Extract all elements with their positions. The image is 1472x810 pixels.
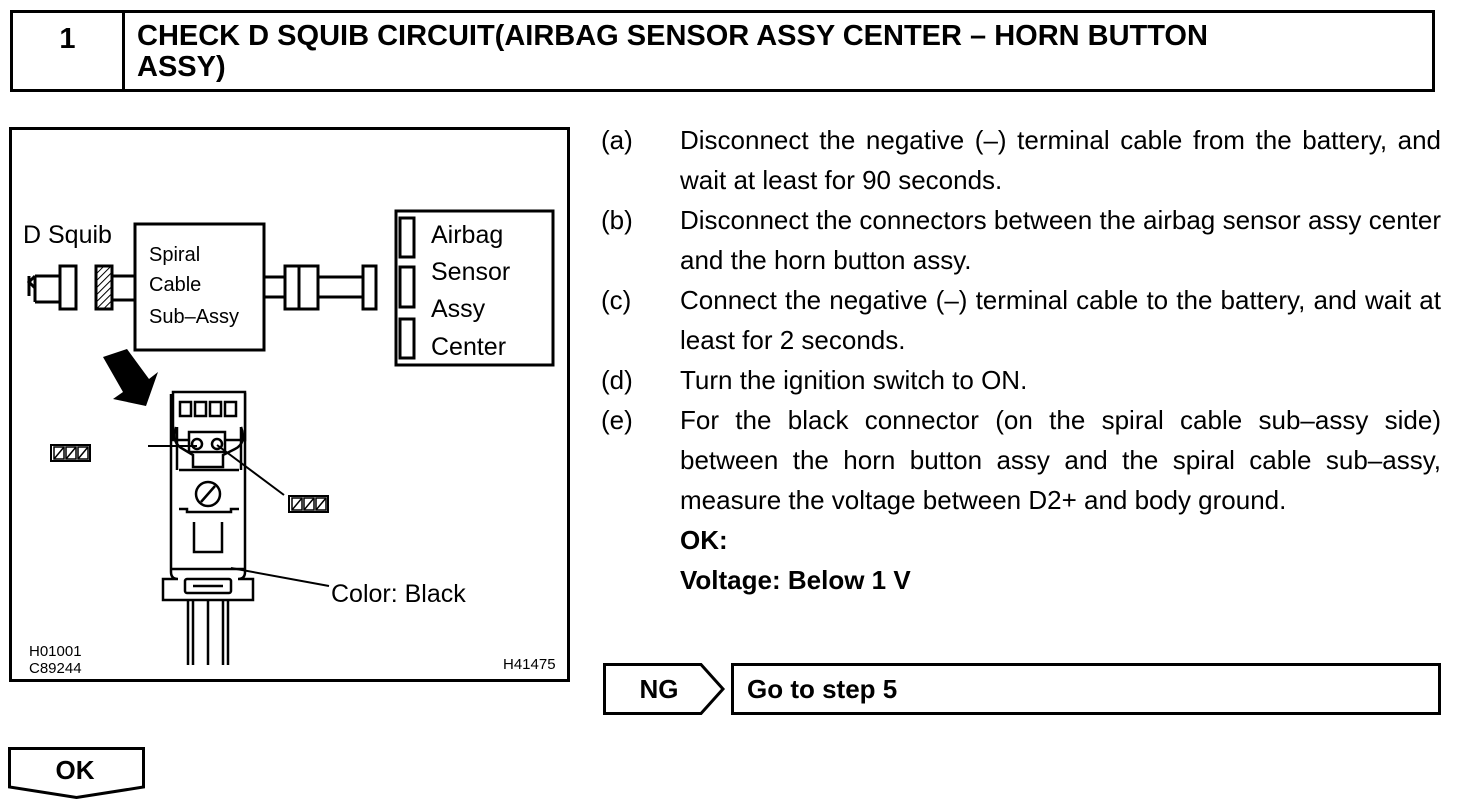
instruction-text: For the black connector (on the spiral c… (680, 405, 1441, 515)
instruction-e: (e) For the black connector (on the spir… (601, 400, 1441, 520)
color-label: Color: Black (331, 580, 466, 608)
ng-arrow-shape (603, 663, 726, 715)
spiral-label-3: Sub–Assy (149, 306, 239, 328)
instruction-c: (c) Connect the negative (–) terminal ca… (601, 280, 1441, 360)
airbag-label-3: Assy (431, 295, 486, 323)
ok-result-arrow: OK (8, 747, 146, 799)
step-header: 1 CHECK D SQUIB CIRCUIT(AIRBAG SENSOR AS… (10, 10, 1435, 92)
spec-voltage: Voltage: Below 1 V (680, 565, 911, 595)
instruction-label: (d) (601, 365, 633, 395)
spiral-label-1: Spiral (149, 244, 200, 266)
code-right: H41475 (503, 656, 556, 673)
airbag-sensor-box (394, 209, 555, 367)
airbag-label-1: Airbag (431, 221, 503, 249)
pointer-arrow (103, 349, 158, 406)
airbag-terminals (398, 216, 416, 360)
code-left-1: H01001 (29, 643, 82, 660)
leader-lines (148, 444, 330, 587)
instruction-label: (c) (601, 285, 632, 315)
instruction-text: Connect the negative (–) terminal cable … (680, 285, 1441, 355)
ng-result-row: NG Go to step 5 (603, 663, 1441, 715)
terminal-symbol-right (288, 495, 329, 513)
instruction-a: (a) Disconnect the negative (–) terminal… (601, 120, 1441, 200)
instruction-label: (e) (601, 405, 633, 435)
instruction-label: (a) (601, 125, 633, 155)
step-number: 1 (13, 13, 125, 89)
hatched-connector (94, 264, 114, 311)
spiral-label-2: Cable (149, 274, 201, 296)
d-squib-label: D Squib (23, 221, 112, 249)
step-title-line2: ASSY) (137, 51, 226, 83)
spec-ok-heading: OK: (680, 525, 728, 555)
terminal-symbol-left (50, 444, 91, 462)
airbag-label-2: Sensor (431, 258, 510, 286)
instruction-text: Disconnect the connectors between the ai… (680, 205, 1441, 275)
instruction-text: Turn the ignition switch to ON. (680, 365, 1028, 395)
spiral-cable-box (133, 222, 266, 352)
instruction-d: (d) Turn the ignition switch to ON. (601, 360, 1441, 400)
instruction-list: (a) Disconnect the negative (–) terminal… (601, 120, 1441, 600)
airbag-label-4: Center (431, 333, 506, 361)
instruction-text: Disconnect the negative (–) terminal cab… (680, 125, 1441, 195)
black-connector-drawing (161, 390, 255, 665)
spiral-lead (112, 274, 135, 302)
ng-action-box: Go to step 5 (731, 663, 1441, 715)
instruction-label: (b) (601, 205, 633, 235)
d-squib-connector (26, 264, 78, 311)
step-title: CHECK D SQUIB CIRCUIT(AIRBAG SENSOR ASSY… (125, 13, 1432, 89)
circuit-figure: D Squib Spiral Cable Sub–Assy (9, 127, 570, 682)
instruction-b: (b) Disconnect the connectors between th… (601, 200, 1441, 280)
code-left-2: C89244 (29, 660, 82, 677)
horn-button-connector (264, 264, 378, 311)
step-title-line1: CHECK D SQUIB CIRCUIT(AIRBAG SENSOR ASSY… (137, 20, 1208, 52)
ok-label: OK (55, 755, 95, 785)
ok-arrow-shape (8, 747, 145, 799)
ng-label: NG (639, 674, 679, 704)
